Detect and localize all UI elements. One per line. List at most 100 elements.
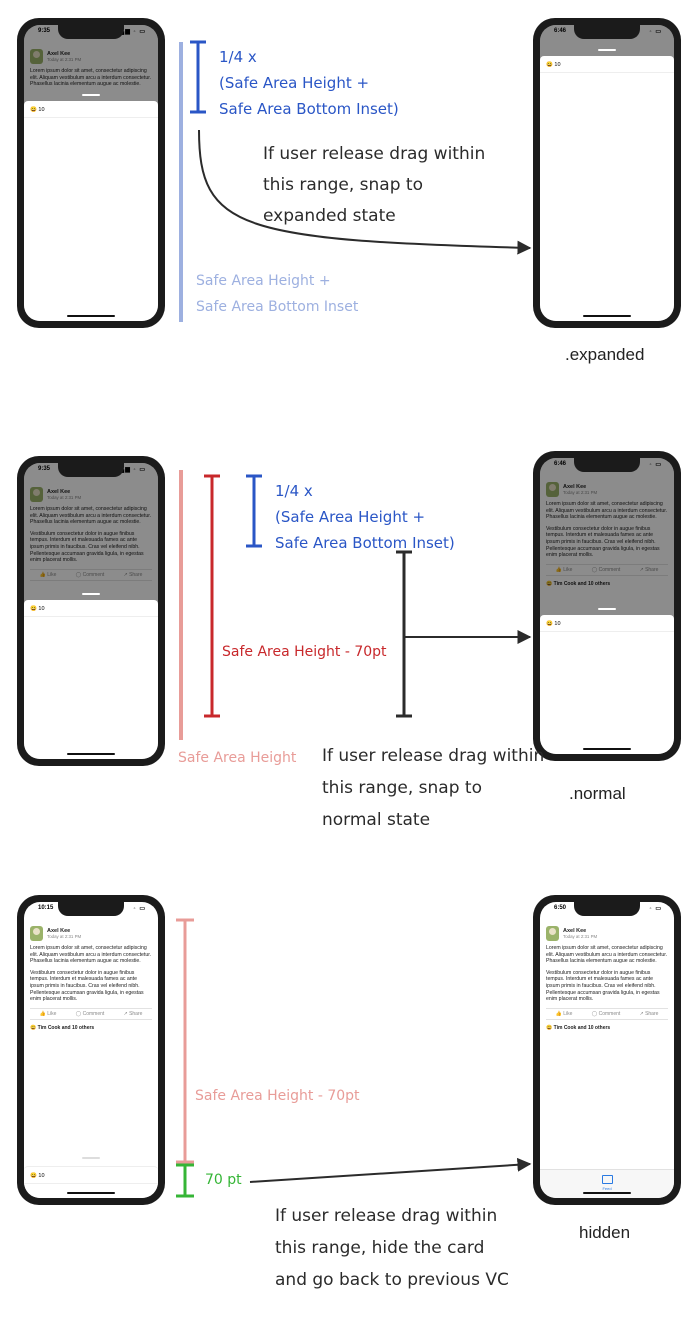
post-author: Axel Kee bbox=[47, 927, 71, 934]
phone-screen: 6:46 ◦ ▭ Axel Kee Today at 2:31 PM Lorem… bbox=[540, 458, 674, 754]
post-actions: 👍 Like ◯ Comment ↗ Share bbox=[546, 1007, 668, 1021]
home-indicator bbox=[67, 1192, 115, 1194]
post-actions: 👍 Like ◯ Comment ↗ Share bbox=[30, 568, 152, 582]
expanded-drag-text: If user release drag within this range, … bbox=[263, 144, 486, 226]
notch bbox=[58, 25, 124, 39]
phone-screen: 10:15 ◦ ▭ Axel Kee Today at 2:31 PM Lore… bbox=[24, 902, 158, 1198]
comment-icon: ◯ bbox=[75, 1010, 82, 1017]
like-button[interactable]: 👍 Like bbox=[555, 566, 573, 573]
post-header: Axel Kee Today at 2:31 PM bbox=[546, 480, 668, 498]
post-paragraph: Lorem ipsum dolor sit amet, consectetur … bbox=[30, 68, 152, 88]
drag-handle[interactable] bbox=[598, 49, 616, 51]
post-paragraph: Vestibulum consectetur dolor in augue fi… bbox=[30, 969, 144, 1003]
like-button[interactable]: 👍 Like bbox=[39, 571, 57, 578]
post-date: Today at 2:31 PM bbox=[563, 489, 598, 495]
avatar bbox=[30, 486, 43, 502]
feed-tab-icon bbox=[601, 1175, 613, 1184]
smile-icon: 😄 bbox=[546, 62, 553, 68]
bottom-card[interactable]: 😄 10 bbox=[24, 593, 158, 759]
card-reaction-row: 😄 10 bbox=[540, 615, 674, 632]
avatar bbox=[546, 481, 559, 497]
status-bar: 6:50 ◦ ▭ bbox=[550, 905, 664, 915]
post-header: Axel Kee Today at 2:31 PM bbox=[546, 924, 668, 942]
comment-button[interactable]: ◯ Comment bbox=[75, 571, 105, 578]
status-time: 9:35 bbox=[38, 466, 51, 472]
signal-icon: ◦ ▭ bbox=[649, 906, 662, 912]
bottom-card[interactable]: 😄 10 bbox=[540, 608, 674, 754]
quarter-bracket bbox=[246, 474, 262, 548]
comment-button[interactable]: ◯ Comment bbox=[591, 566, 621, 573]
smile-icon: 😄 bbox=[30, 107, 37, 113]
status-time: 9:35 bbox=[38, 28, 51, 34]
smile-icon: 😄 bbox=[30, 606, 37, 612]
comment-button[interactable]: ◯ Comment bbox=[75, 1010, 105, 1017]
share-button[interactable]: ↗ Share bbox=[639, 566, 659, 573]
reactions-summary: 😄 Tim Cook and 10 others bbox=[30, 1025, 95, 1032]
quarter-bracket bbox=[190, 40, 206, 114]
bottom-card[interactable]: 😄 10 bbox=[24, 94, 158, 321]
card-reaction-count: 10 bbox=[38, 606, 45, 612]
status-time: 6:46 bbox=[554, 28, 567, 34]
share-button[interactable]: ↗ Share bbox=[123, 571, 143, 578]
comment-icon: ◯ bbox=[591, 566, 598, 573]
red-range-label: Safe Area Height - 70pt bbox=[222, 644, 387, 660]
post-author: Axel Kee bbox=[563, 927, 587, 934]
card-reaction-count: 10 bbox=[554, 621, 561, 627]
drag-handle[interactable] bbox=[82, 1157, 100, 1159]
post-paragraph: Lorem ipsum dolor sit amet, consectetur … bbox=[30, 945, 152, 965]
notch bbox=[574, 902, 640, 916]
share-icon: ↗ bbox=[123, 571, 128, 578]
tab-bar: Feed bbox=[540, 1169, 674, 1198]
feed: Axel Kee Today at 2:31 PM Lorem ipsum do… bbox=[24, 479, 158, 759]
drag-handle[interactable] bbox=[598, 608, 616, 610]
state-label-expanded: .expanded bbox=[565, 345, 645, 364]
post-date: Today at 2:31 PM bbox=[47, 933, 82, 939]
drag-handle[interactable] bbox=[82, 94, 100, 96]
status-time: 6:46 bbox=[554, 461, 567, 467]
comment-button[interactable]: ◯ Comment bbox=[591, 1010, 621, 1017]
post-author: Axel Kee bbox=[563, 483, 587, 490]
signal-icon: ◦ ▭ bbox=[649, 29, 662, 35]
share-button[interactable]: ↗ Share bbox=[123, 1010, 143, 1017]
like-button[interactable]: 👍 Like bbox=[555, 1010, 573, 1017]
post-author: Axel Kee bbox=[47, 488, 71, 495]
post-date: Today at 2:31 PM bbox=[47, 494, 82, 500]
share-button[interactable]: ↗ Share bbox=[639, 1010, 659, 1017]
phone-hidden-drag: 10:15 ◦ ▭ Axel Kee Today at 2:31 PM Lore… bbox=[17, 895, 165, 1205]
quarter-label: 1/4 x (Safe Area Height + Safe Area Bott… bbox=[219, 48, 399, 118]
status-bar: 10:15 ◦ ▭ bbox=[34, 905, 148, 915]
phone-expanded-result: 6:46 ◦ ▭ 😄 10 bbox=[533, 18, 681, 328]
quarter-label: 1/4 x (Safe Area Height + Safe Area Bott… bbox=[275, 482, 455, 552]
status-bar: 9:35 ▂▄▆ ◦ ▭ bbox=[34, 466, 148, 476]
post-text: Lorem ipsum dolor sit amet, consectetur … bbox=[546, 945, 668, 1003]
smile-icon: 😄 bbox=[546, 621, 553, 627]
thumbs-up-icon: 👍 bbox=[555, 566, 562, 573]
signal-icon: ◦ ▭ bbox=[649, 462, 662, 468]
home-indicator bbox=[67, 753, 115, 755]
card-reaction-row: 😄 10 bbox=[540, 56, 674, 73]
phone-expanded-drag: 9:35 ▂▄▆ ◦ ▭ Axel Kee Today at 2:31 PM L… bbox=[17, 18, 165, 328]
total-height-label: Safe Area Height + Safe Area Bottom Inse… bbox=[196, 273, 359, 315]
like-button[interactable]: 👍 Like bbox=[39, 1010, 57, 1017]
post-date: Today at 2:31 PM bbox=[47, 56, 82, 62]
reactions-summary: 😄 Tim Cook and 10 others bbox=[546, 1025, 611, 1032]
state-label-normal: .normal bbox=[569, 784, 626, 803]
home-indicator bbox=[67, 315, 115, 317]
status-time: 6:50 bbox=[554, 905, 567, 911]
share-icon: ↗ bbox=[639, 566, 644, 573]
phone-screen: 6:50 ◦ ▭ Axel Kee Today at 2:31 PM Lorem… bbox=[540, 902, 674, 1198]
post-paragraph: Vestibulum consectetur dolor in augue fi… bbox=[546, 969, 660, 1003]
notch bbox=[58, 463, 124, 477]
reactions-summary: 😄 Tim Cook and 10 others bbox=[546, 581, 611, 588]
green-range-label: 70 pt bbox=[205, 1172, 242, 1188]
share-icon: ↗ bbox=[639, 1010, 644, 1017]
comment-icon: ◯ bbox=[591, 1010, 598, 1017]
safe-area-label: Safe Area Height bbox=[178, 750, 297, 766]
post-paragraph: Lorem ipsum dolor sit amet, consectetur … bbox=[546, 501, 668, 521]
notch bbox=[574, 458, 640, 472]
tab-feed[interactable]: Feed bbox=[602, 1186, 612, 1191]
post-text: Lorem ipsum dolor sit amet, consectetur … bbox=[30, 68, 152, 88]
post-paragraph: Lorem ipsum dolor sit amet, consectetur … bbox=[30, 506, 152, 526]
drag-handle[interactable] bbox=[82, 593, 100, 595]
bottom-card[interactable]: 😄 10 bbox=[540, 49, 674, 321]
